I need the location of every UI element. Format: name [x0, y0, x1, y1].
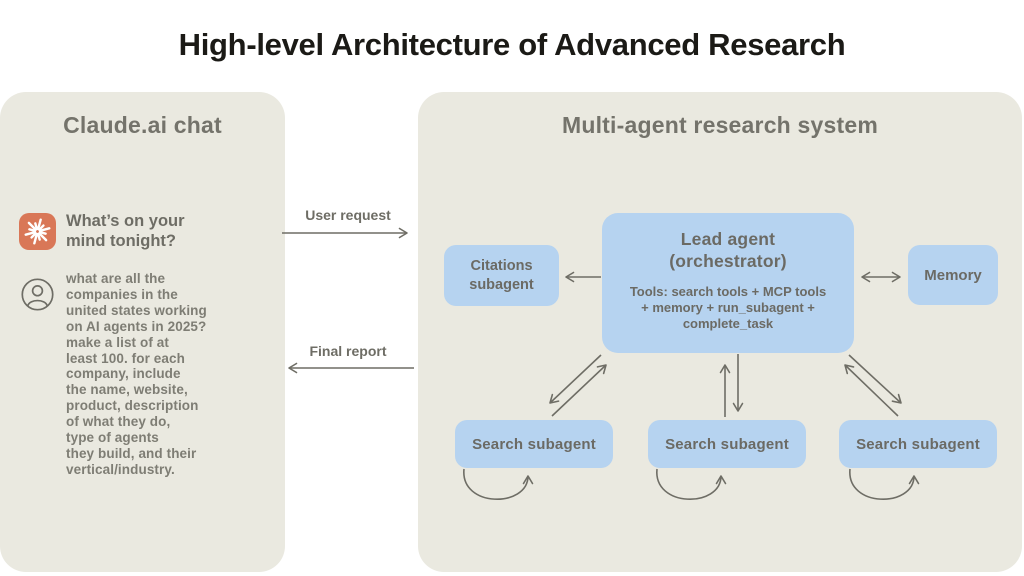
search-subagent-label: Search subagent [665, 435, 789, 453]
memory-label: Memory [924, 266, 982, 284]
user-request-label: User request [305, 207, 391, 223]
page-title: High-level Architecture of Advanced Rese… [178, 27, 846, 62]
chat-panel-title: Claude.ai chat [63, 112, 222, 138]
lead-agent-node: Lead agent (orchestrator) Tools: search … [602, 213, 854, 353]
search-subagent-label: Search subagent [856, 435, 980, 453]
search-subagent-node-3: Search subagent [839, 420, 997, 468]
memory-node: Memory [908, 245, 998, 305]
lead-agent-subtitle: (orchestrator) [669, 251, 787, 271]
search-subagent-node-1: Search subagent [455, 420, 613, 468]
lead-agent-tools: Tools: search tools + MCP tools + memory… [629, 284, 827, 331]
user-query-text: what are all the companies in the united… [66, 271, 207, 477]
search-subagent-node-2: Search subagent [648, 420, 806, 468]
final-report-label: Final report [309, 343, 387, 359]
user-avatar-icon [21, 278, 54, 311]
citations-subagent-node: Citations subagent [444, 245, 559, 306]
search-subagent-label: Search subagent [472, 435, 596, 453]
assistant-prompt-text: What’s on your mind tonight? [66, 212, 185, 250]
lead-agent-title: Lead agent [680, 229, 776, 249]
system-panel-title: Multi-agent research system [561, 112, 878, 138]
chat-panel: Claude.ai chat What’s on your mind tonig… [0, 92, 285, 572]
citations-subagent-label: Citations subagent [469, 257, 534, 293]
claude-spark-icon [19, 213, 56, 250]
